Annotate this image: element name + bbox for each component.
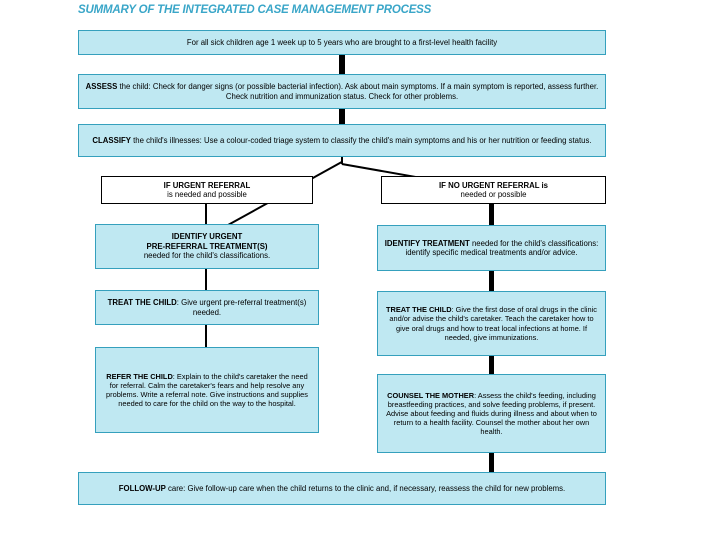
- node-entry: For all sick children age 1 week up to 5…: [78, 30, 606, 55]
- node-branch-right-line1: IF NO URGENT REFERRAL is: [438, 180, 549, 190]
- node-treat-the-child-oral-drugs: TREAT THE CHILD: Give the first dose of …: [377, 291, 606, 356]
- node-left1-line1: IDENTIFY URGENT: [171, 232, 243, 242]
- node-right3-body: : Assess the child's feeding, including …: [386, 390, 597, 437]
- node-classify-body: the child's illnesses: Use a colour-code…: [130, 135, 592, 145]
- connector-branch-right-to-identify: [489, 203, 494, 225]
- node-right2-heading: TREAT THE CHILD: [386, 305, 452, 315]
- connector-branch-left-to-identify: [205, 203, 207, 225]
- node-classify-heading: CLASSIFY: [92, 135, 131, 145]
- node-assess: ASSESS the child: Check for danger signs…: [78, 74, 606, 109]
- node-refer-the-child: REFER THE CHILD: Explain to the child's …: [95, 347, 319, 433]
- node-left1-line2: PRE-REFERRAL TREATMENT(S): [146, 241, 268, 251]
- node-assess-heading: ASSESS: [85, 82, 118, 91]
- node-right2-text: TREAT THE CHILD: Give the first dose of …: [378, 305, 605, 341]
- node-entry-text: For all sick children age 1 week up to 5…: [186, 37, 498, 47]
- node-left2-body: : Give urgent pre-referral treatment(s) …: [176, 298, 307, 317]
- node-identify-treatment: IDENTIFY TREATMENT needed for the child'…: [377, 225, 606, 271]
- node-left2-text: TREAT THE CHILD: Give urgent pre-referra…: [96, 298, 318, 317]
- node-follow-up: FOLLOW-UP care: Give follow-up care when…: [78, 472, 606, 505]
- node-branch-left-line2: is needed and possible: [167, 190, 247, 199]
- node-classify-text: CLASSIFY the child's illnesses: Use a co…: [86, 136, 597, 146]
- node-counsel-the-mother: COUNSEL THE MOTHER: Assess the child's f…: [377, 374, 606, 453]
- node-classify: CLASSIFY the child's illnesses: Use a co…: [78, 124, 606, 157]
- connector-entry-to-assess: [339, 54, 345, 74]
- connector-assess-to-classify: [339, 108, 345, 126]
- node-right3-heading: COUNSEL THE MOTHER: [387, 390, 475, 400]
- node-left1-line3: needed for the child's classifications.: [143, 251, 271, 261]
- connector-counsel-to-followup: [489, 453, 494, 473]
- node-left2-heading: TREAT THE CHILD: [107, 298, 177, 307]
- node-left3-text: REFER THE CHILD: Explain to the child's …: [96, 372, 318, 408]
- node-right1-body: needed for the child's classifications: …: [405, 238, 599, 258]
- node-followup-text: FOLLOW-UP care: Give follow-up care when…: [113, 484, 571, 494]
- connector-right-treat-to-counsel: [489, 356, 494, 374]
- connector-right-identify-to-treat: [489, 271, 494, 291]
- node-right1-heading: IDENTIFY TREATMENT: [384, 238, 470, 248]
- node-left3-body: : Explain to the child's caretaker the n…: [106, 371, 308, 409]
- node-branch-right-line2: needed or possible: [460, 190, 527, 199]
- node-left3-heading: REFER THE CHILD: [106, 371, 173, 381]
- connector-classify-to-split: [341, 157, 343, 164]
- node-branch-left-line1: IF URGENT REFERRAL: [163, 180, 251, 190]
- node-followup-body: care: Give follow-up care when the child…: [165, 483, 566, 493]
- connector-left-identify-to-treat: [205, 268, 207, 290]
- node-treat-the-child-urgent: TREAT THE CHILD: Give urgent pre-referra…: [95, 290, 319, 325]
- node-assess-text: ASSESS the child: Check for danger signs…: [79, 82, 605, 101]
- node-right1-text: IDENTIFY TREATMENT needed for the child'…: [378, 239, 605, 258]
- connector-left-treat-to-refer: [205, 325, 207, 347]
- node-right3-text: COUNSEL THE MOTHER: Assess the child's f…: [378, 391, 605, 436]
- node-followup-heading: FOLLOW-UP: [118, 483, 166, 493]
- page-title: SUMMARY OF THE INTEGRATED CASE MANAGEMEN…: [78, 4, 432, 16]
- node-right2-body: : Give the first dose of oral drugs in t…: [389, 305, 597, 342]
- node-assess-body: the child: Check for danger signs (or po…: [117, 82, 599, 101]
